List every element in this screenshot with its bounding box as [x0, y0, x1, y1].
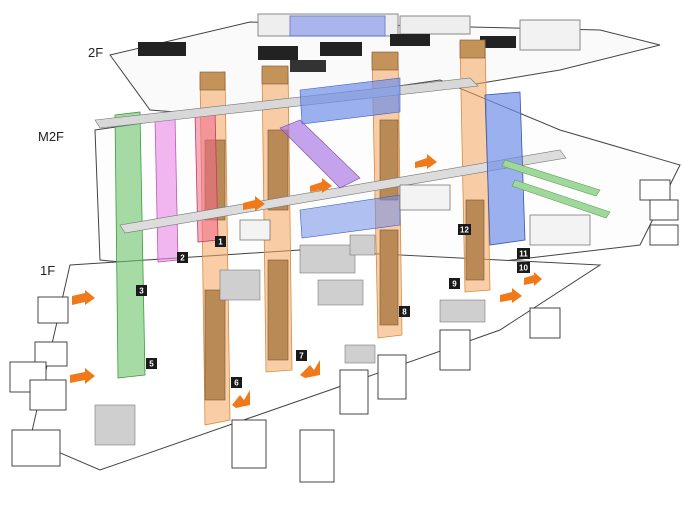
- svg-text:1: 1: [218, 238, 223, 247]
- pallet-stack: [439, 299, 486, 323]
- lift-cap: [199, 71, 226, 91]
- svg-text:8: 8: [402, 308, 407, 317]
- pallet-rack: [320, 42, 362, 56]
- lift-cap: [459, 39, 486, 59]
- lift-core: [465, 199, 485, 281]
- conveyor-blue: [299, 77, 401, 125]
- flow-arrow: [524, 272, 542, 286]
- truck: [34, 341, 68, 367]
- lift-core: [204, 289, 226, 401]
- lift-core: [267, 129, 289, 211]
- building-block: [529, 214, 591, 246]
- truck: [649, 224, 679, 246]
- truck: [529, 307, 561, 339]
- flow-arrow: [70, 368, 95, 384]
- pallet-rack: [138, 42, 186, 56]
- truck: [649, 199, 679, 221]
- pallet-stack: [349, 234, 376, 256]
- truck: [439, 329, 471, 371]
- truck: [377, 354, 407, 400]
- marker-7: 7: [296, 350, 307, 361]
- pallet-rack: [290, 60, 326, 72]
- lift-red: [194, 109, 219, 243]
- floor-label-m2f: M2F: [38, 129, 64, 144]
- marker-5: 5: [146, 358, 157, 369]
- pallet-stack: [344, 344, 376, 364]
- conveyor-m2f-lower: [119, 149, 567, 234]
- floor-label-1f: 1F: [40, 263, 55, 278]
- marker-11: 11: [517, 248, 530, 259]
- svg-text:7: 7: [299, 352, 304, 361]
- marker-1: 1: [215, 236, 226, 247]
- lift-core: [379, 229, 399, 326]
- svg-text:5: 5: [149, 360, 154, 369]
- building-block: [399, 184, 451, 211]
- svg-text:12: 12: [460, 226, 469, 235]
- svg-text:9: 9: [452, 280, 457, 289]
- flow-arrow: [415, 154, 437, 169]
- flow-arrow: [500, 288, 522, 303]
- truck: [37, 296, 69, 324]
- building-block: [239, 219, 271, 241]
- svg-text:10: 10: [519, 264, 528, 273]
- marker-9: 9: [449, 278, 460, 289]
- marker-6: 6: [231, 377, 242, 388]
- pallet-stack: [299, 244, 356, 274]
- marker-3: 3: [136, 285, 147, 296]
- conveyor-blue-lower: [299, 194, 401, 239]
- pallet-rack: [390, 34, 430, 46]
- storage-rack-blue: [289, 15, 386, 37]
- svg-text:6: 6: [234, 379, 239, 388]
- lift-core: [267, 259, 289, 361]
- marker-10: 10: [517, 262, 530, 273]
- svg-text:11: 11: [519, 250, 528, 259]
- marker-12: 12: [458, 224, 471, 235]
- marker-2: 2: [177, 252, 188, 263]
- lift-cap: [261, 65, 289, 85]
- truck: [639, 179, 671, 201]
- pallet-stack: [317, 279, 364, 306]
- truck: [11, 429, 61, 467]
- lift-cap: [371, 51, 399, 71]
- truck: [29, 379, 67, 411]
- flow-arrow: [310, 178, 332, 193]
- svg-text:2: 2: [180, 254, 185, 263]
- lift-green: [114, 111, 146, 379]
- conveyor-green: [501, 159, 601, 197]
- building-block: [399, 15, 471, 35]
- flow-arrow: [72, 290, 95, 305]
- sorter-blue: [484, 91, 526, 246]
- conveyor-green: [511, 179, 611, 219]
- flow-arrow: [300, 360, 320, 378]
- pallet-rack: [480, 36, 516, 48]
- pallet-rack: [258, 46, 298, 60]
- truck: [339, 369, 369, 415]
- floor-label-2f: 2F: [88, 45, 103, 60]
- flow-arrow: [232, 390, 250, 408]
- truck: [231, 419, 267, 469]
- pallet-stack: [94, 404, 136, 446]
- lift-pink: [154, 115, 179, 263]
- conveyor-purple: [279, 119, 361, 189]
- svg-text:3: 3: [139, 287, 144, 296]
- marker-8: 8: [399, 306, 410, 317]
- pallet-stack: [219, 269, 261, 301]
- flow-arrow: [243, 196, 265, 211]
- truck: [299, 429, 335, 483]
- building-block: [519, 19, 581, 51]
